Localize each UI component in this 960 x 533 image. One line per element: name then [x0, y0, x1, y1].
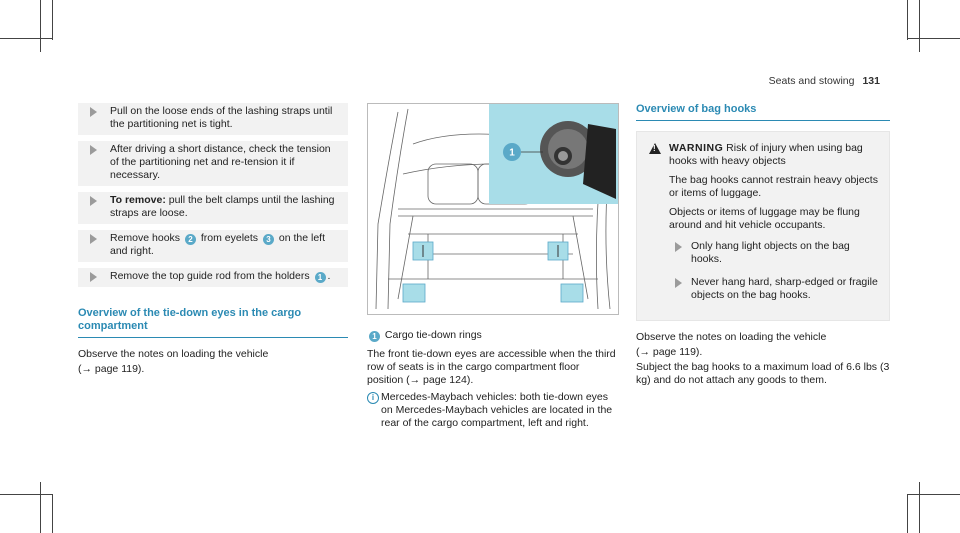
instruction-step: Remove the top guide rod from the holder…	[78, 268, 348, 287]
instruction-step: To remove: pull the belt clamps until th…	[78, 192, 348, 224]
crop-mark	[52, 494, 53, 533]
warning-step: Never hang hard, sharp-edged or fragile …	[669, 276, 881, 302]
warning-paragraph: Objects or items of luggage may be flung…	[669, 206, 860, 231]
info-note: i Mercedes-Maybach vehicles: both tie-do…	[367, 391, 617, 430]
cargo-compartment-illustration: 1	[367, 103, 619, 315]
callout-circle	[503, 143, 521, 161]
section-title: Overview of bag hooks	[636, 103, 757, 115]
warning-body: The bag hooks cannot restrain heavy obje…	[645, 174, 881, 302]
step-text: Remove hooks	[110, 232, 183, 244]
crop-mark	[908, 38, 960, 39]
rear-tie-down-right	[560, 283, 584, 303]
body-paragraph: Subject the bag hooks to a maximum load …	[636, 361, 890, 386]
instruction-step: Pull on the loose ends of the lashing st…	[78, 103, 348, 135]
warning-step: Only hang light objects on the bag hooks…	[669, 240, 881, 266]
crop-mark	[52, 0, 53, 40]
callout-number-1: 1	[314, 272, 326, 283]
figure-caption: 1 Cargo tie-down rings	[367, 329, 617, 342]
middle-column: 1 1 Cargo tie-down rings The front tie-d…	[367, 103, 619, 430]
section-rule	[78, 337, 348, 338]
crop-mark	[907, 0, 908, 40]
step-text: .	[327, 270, 331, 282]
crop-mark	[40, 0, 41, 52]
section-rule	[636, 120, 890, 121]
step-arrow-icon	[675, 278, 682, 288]
crop-mark	[0, 494, 52, 495]
left-column: Pull on the loose ends of the lashing st…	[78, 103, 348, 378]
step-text: pull the belt clamps until the lashing s…	[110, 194, 335, 219]
crop-mark	[908, 494, 960, 495]
section-title: Overview of the tie-down eyes in the car…	[78, 307, 302, 332]
observe-text: Observe the notes on loading the vehicle	[636, 331, 827, 343]
page-reference-link[interactable]: (→ page 119).	[636, 346, 703, 358]
page-number: 131	[862, 75, 880, 87]
step-text: After driving a short distance, check th…	[110, 143, 331, 181]
step-arrow-icon	[90, 145, 97, 155]
step-arrow-icon	[90, 272, 97, 282]
step-arrow-icon	[90, 107, 97, 117]
step-bold-label: To remove:	[110, 194, 166, 206]
page-reference-link[interactable]: (→ page 119).	[78, 363, 145, 375]
caption-number: 1	[369, 331, 380, 342]
warning-box: WARNING Risk of injury when using bag ho…	[636, 131, 890, 321]
page-header: Seats and stowing 131	[769, 75, 880, 88]
body-paragraph: The front tie-down eyes are accessible w…	[367, 348, 616, 386]
caption-text: Cargo tie-down rings	[384, 329, 482, 341]
right-column: Overview of bag hooks WARNING Risk of in…	[636, 103, 890, 389]
warning-label: WARNING	[669, 142, 724, 154]
cargo-illustration-svg: 1	[375, 104, 618, 310]
step-text: Remove the top guide rod from the holder…	[110, 270, 313, 282]
step-arrow-icon	[675, 242, 682, 252]
warning-triangle-icon	[649, 143, 661, 154]
crop-mark	[919, 0, 920, 52]
warning-step-text: Only hang light objects on the bag hooks…	[691, 240, 850, 265]
callout-number-2: 2	[184, 234, 196, 245]
step-arrow-icon	[90, 234, 97, 244]
crop-mark	[919, 482, 920, 533]
info-icon: i	[367, 392, 379, 404]
instruction-step: Remove hooks 2 from eyelets 3 on the lef…	[78, 230, 348, 262]
warning-header: WARNING Risk of injury when using bag ho…	[645, 142, 881, 168]
section-name: Seats and stowing	[768, 75, 855, 87]
callout-label: 1	[509, 148, 515, 159]
warning-title: Risk of injury when using bag hooks with…	[669, 142, 863, 167]
step-text: on the left and right.	[110, 232, 326, 257]
step-text: Pull on the loose ends of the lashing st…	[110, 105, 333, 130]
instruction-step: After driving a short distance, check th…	[78, 141, 348, 186]
rear-tie-down-left	[402, 283, 426, 303]
crop-mark	[40, 482, 41, 533]
warning-paragraph: The bag hooks cannot restrain heavy obje…	[669, 174, 878, 199]
info-text: Mercedes-Maybach vehicles: both tie-down…	[381, 391, 613, 429]
step-arrow-icon	[90, 196, 97, 206]
crop-mark	[907, 494, 908, 533]
warning-step-text: Never hang hard, sharp-edged or fragile …	[691, 276, 878, 301]
callout-number-3: 3	[262, 234, 274, 245]
step-text: from eyelets	[197, 232, 261, 244]
observe-text: Observe the notes on loading the vehicle	[78, 348, 269, 360]
crop-mark	[0, 38, 52, 39]
